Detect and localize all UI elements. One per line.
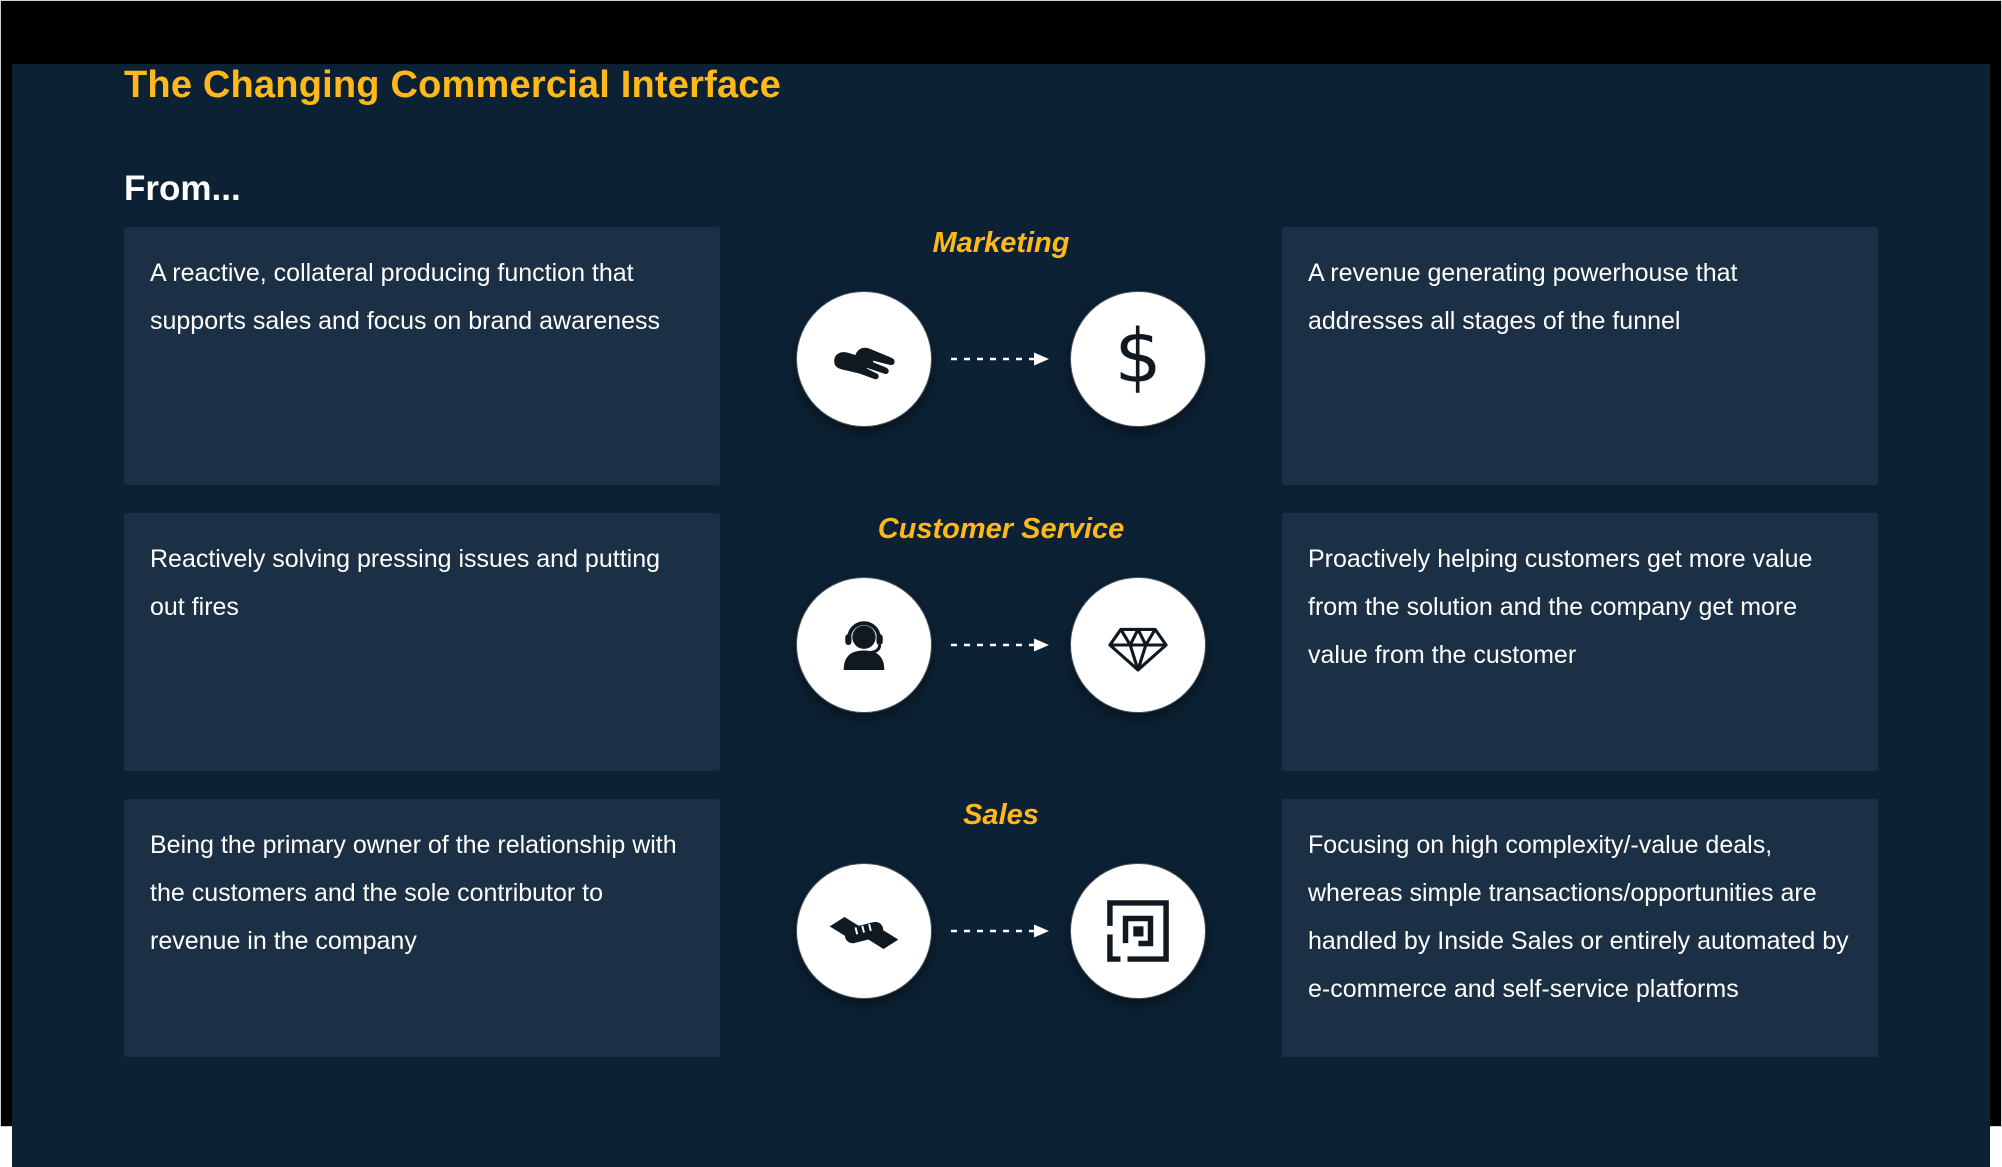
- customer-service-to-card: Proactively helping customers get more v…: [1282, 513, 1878, 771]
- slide: The Changing Commercial Interface From..…: [12, 64, 1990, 1167]
- sales-to-text: Focusing on high complexity/-value deals…: [1308, 831, 1849, 1003]
- support-agent-icon: [797, 578, 931, 712]
- dollar-glyph: $: [1114, 314, 1162, 400]
- giving-hand-icon: [797, 292, 931, 426]
- marketing-to-text: A revenue generating powerhouse that add…: [1308, 259, 1738, 335]
- customer-service-middle: Customer Service: [720, 513, 1282, 771]
- marketing-icons-row: $: [797, 292, 1205, 426]
- customer-service-from-card: Reactively solving pressing issues and p…: [124, 513, 720, 771]
- marketing-from-card: A reactive, collateral producing functio…: [124, 227, 720, 485]
- marketing-from-text: A reactive, collateral producing functio…: [150, 259, 661, 335]
- diamond-icon: [1071, 578, 1205, 712]
- customer-service-icons-row: [797, 578, 1205, 712]
- maze-icon: [1071, 864, 1205, 998]
- marketing-middle: Marketing: [720, 227, 1282, 485]
- dollar-icon: $: [1071, 292, 1205, 426]
- from-label: From...: [124, 169, 241, 208]
- marketing-to-card: A revenue generating powerhouse that add…: [1282, 227, 1878, 485]
- marketing-heading: Marketing: [932, 227, 1070, 259]
- customer-service-heading: Customer Service: [877, 513, 1125, 545]
- dashed-arrow-icon: [951, 350, 1051, 368]
- sales-middle: Sales: [720, 799, 1282, 1057]
- sales-from-card: Being the primary owner of the relations…: [124, 799, 720, 1057]
- sales-heading: Sales: [963, 799, 1039, 831]
- customer-service-to-text: Proactively helping customers get more v…: [1308, 545, 1813, 669]
- dashed-arrow-icon: [951, 922, 1051, 940]
- sales-to-card: Focusing on high complexity/-value deals…: [1282, 799, 1878, 1057]
- dashed-arrow-icon: [951, 636, 1051, 654]
- page-title: The Changing Commercial Interface: [124, 64, 781, 106]
- sales-icons-row: [797, 864, 1205, 998]
- handshake-icon: [797, 864, 931, 998]
- transformation-grid: A reactive, collateral producing functio…: [124, 227, 1878, 1057]
- sales-from-text: Being the primary owner of the relations…: [150, 831, 677, 955]
- customer-service-from-text: Reactively solving pressing issues and p…: [150, 545, 660, 621]
